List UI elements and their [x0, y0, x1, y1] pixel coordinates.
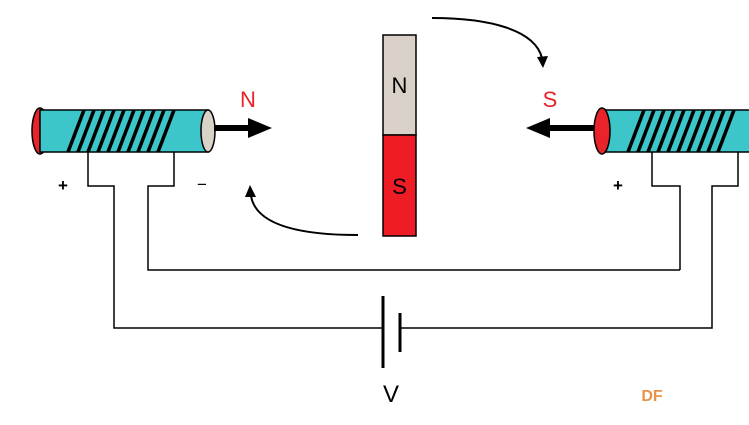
right-plus-mark: + — [613, 176, 623, 195]
rotation-arrow-top-head — [537, 56, 548, 68]
watermark-logo: DF — [641, 388, 663, 405]
left-coil-body — [39, 109, 209, 153]
left-coil-windings — [66, 110, 176, 152]
battery-voltage-label: V — [383, 381, 399, 408]
rotation-arrow-bottom-head — [245, 185, 256, 197]
left-coil-lead-b — [147, 152, 680, 271]
left-minus-mark: − — [197, 175, 207, 194]
left-coil-tip-cap — [200, 109, 216, 153]
rotation-arrow-top — [431, 17, 543, 59]
magnet-south-half — [382, 134, 417, 237]
left-field-arrow-head — [248, 118, 272, 138]
left-coil-lead-a — [87, 152, 383, 329]
circuit-wiring — [87, 152, 739, 329]
right-coil-endcap — [593, 107, 611, 155]
left-plus-mark: + — [58, 176, 68, 195]
magnet-south-label: S — [392, 174, 407, 199]
magnet-north-label: N — [392, 73, 408, 98]
right-coil-lead-b — [400, 152, 739, 329]
left-tip-pole-label: N — [240, 87, 256, 112]
right-coil-lead-a — [651, 152, 681, 270]
magnet-north-half — [382, 34, 417, 136]
rotation-arrow-bottom — [250, 195, 359, 236]
right-coil-windings — [626, 110, 736, 152]
right-electromagnet: S — [526, 87, 749, 155]
bar-magnet: N S — [382, 34, 417, 237]
right-field-arrow-head — [526, 118, 550, 138]
left-electromagnet: N — [31, 87, 272, 155]
right-tip-pole-label: S — [543, 87, 558, 112]
battery-symbol: V — [381, 296, 402, 408]
